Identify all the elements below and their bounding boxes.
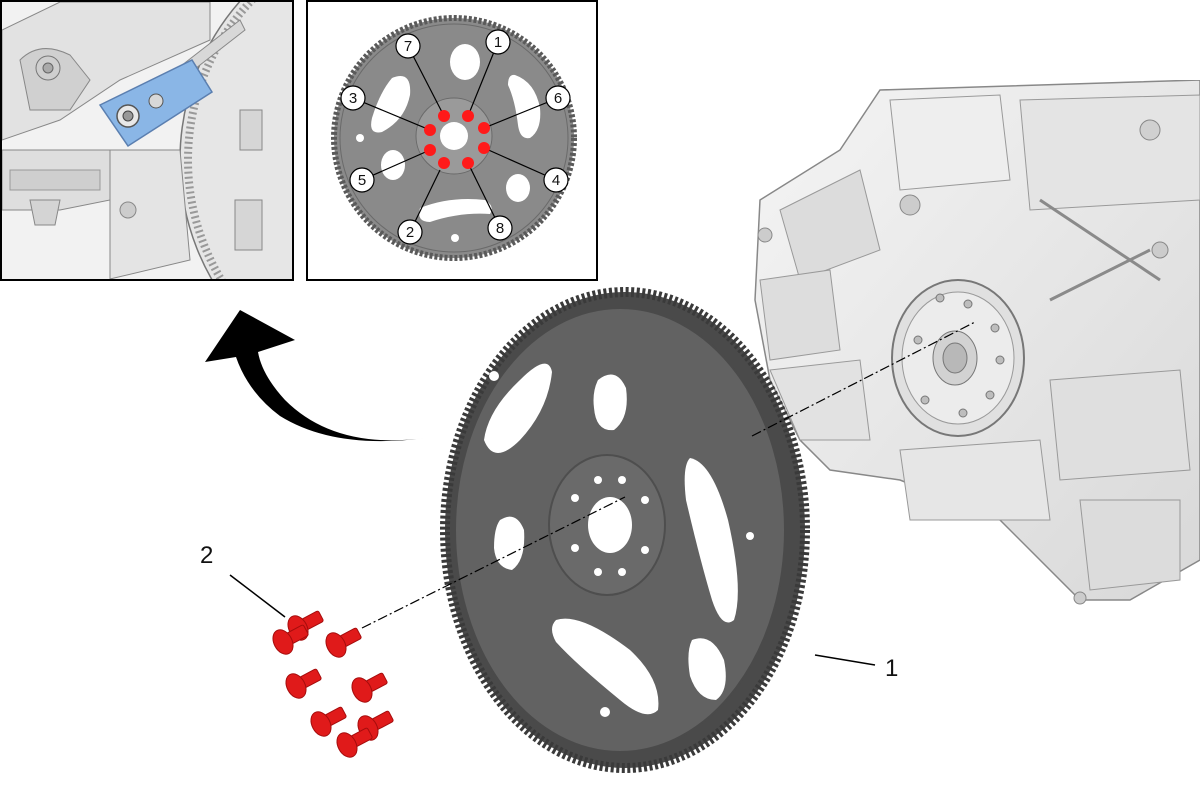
callout-1-label: 1	[885, 655, 898, 682]
sequence-label-2: 2	[397, 219, 423, 245]
sequence-flexplate	[331, 15, 577, 261]
sequence-label-5: 5	[349, 167, 375, 193]
sequence-label-4: 4	[543, 167, 569, 193]
bolt-5	[351, 672, 388, 703]
bolt-4	[285, 668, 322, 699]
callout-1: 1	[814, 654, 898, 682]
detail-inset-torque-sequence: 1 2 3 4 5 6 7 8	[306, 0, 598, 281]
sequence-label-7: 7	[395, 33, 421, 59]
sequence-bolt-dots	[424, 110, 490, 169]
svg-text:8: 8	[496, 220, 504, 237]
bolt-3	[325, 627, 362, 658]
flexplate-bolts	[272, 610, 394, 758]
detail-inset-bracket	[0, 0, 294, 281]
svg-text:3: 3	[349, 90, 357, 107]
sequence-label-1: 1	[485, 29, 511, 55]
flywheel-flexplate	[440, 287, 810, 773]
sequence-label-8: 8	[487, 215, 513, 241]
crankshaft-flange	[891, 279, 1025, 437]
direction-arrow	[205, 310, 425, 442]
engine-block	[754, 80, 1200, 605]
svg-text:5: 5	[358, 172, 366, 189]
svg-text:4: 4	[552, 172, 560, 189]
callout-2: 2	[200, 542, 286, 618]
bolt-2	[272, 624, 309, 655]
callout-2-label: 2	[200, 542, 213, 569]
sequence-label-6: 6	[545, 85, 571, 111]
bolt-8	[336, 727, 373, 758]
svg-text:6: 6	[554, 90, 562, 107]
bolt-6	[310, 706, 347, 737]
svg-text:2: 2	[406, 224, 414, 241]
alignment-centerlines	[361, 321, 976, 629]
sequence-label-3: 3	[340, 85, 366, 111]
svg-text:7: 7	[404, 38, 412, 55]
svg-text:1: 1	[494, 34, 502, 51]
